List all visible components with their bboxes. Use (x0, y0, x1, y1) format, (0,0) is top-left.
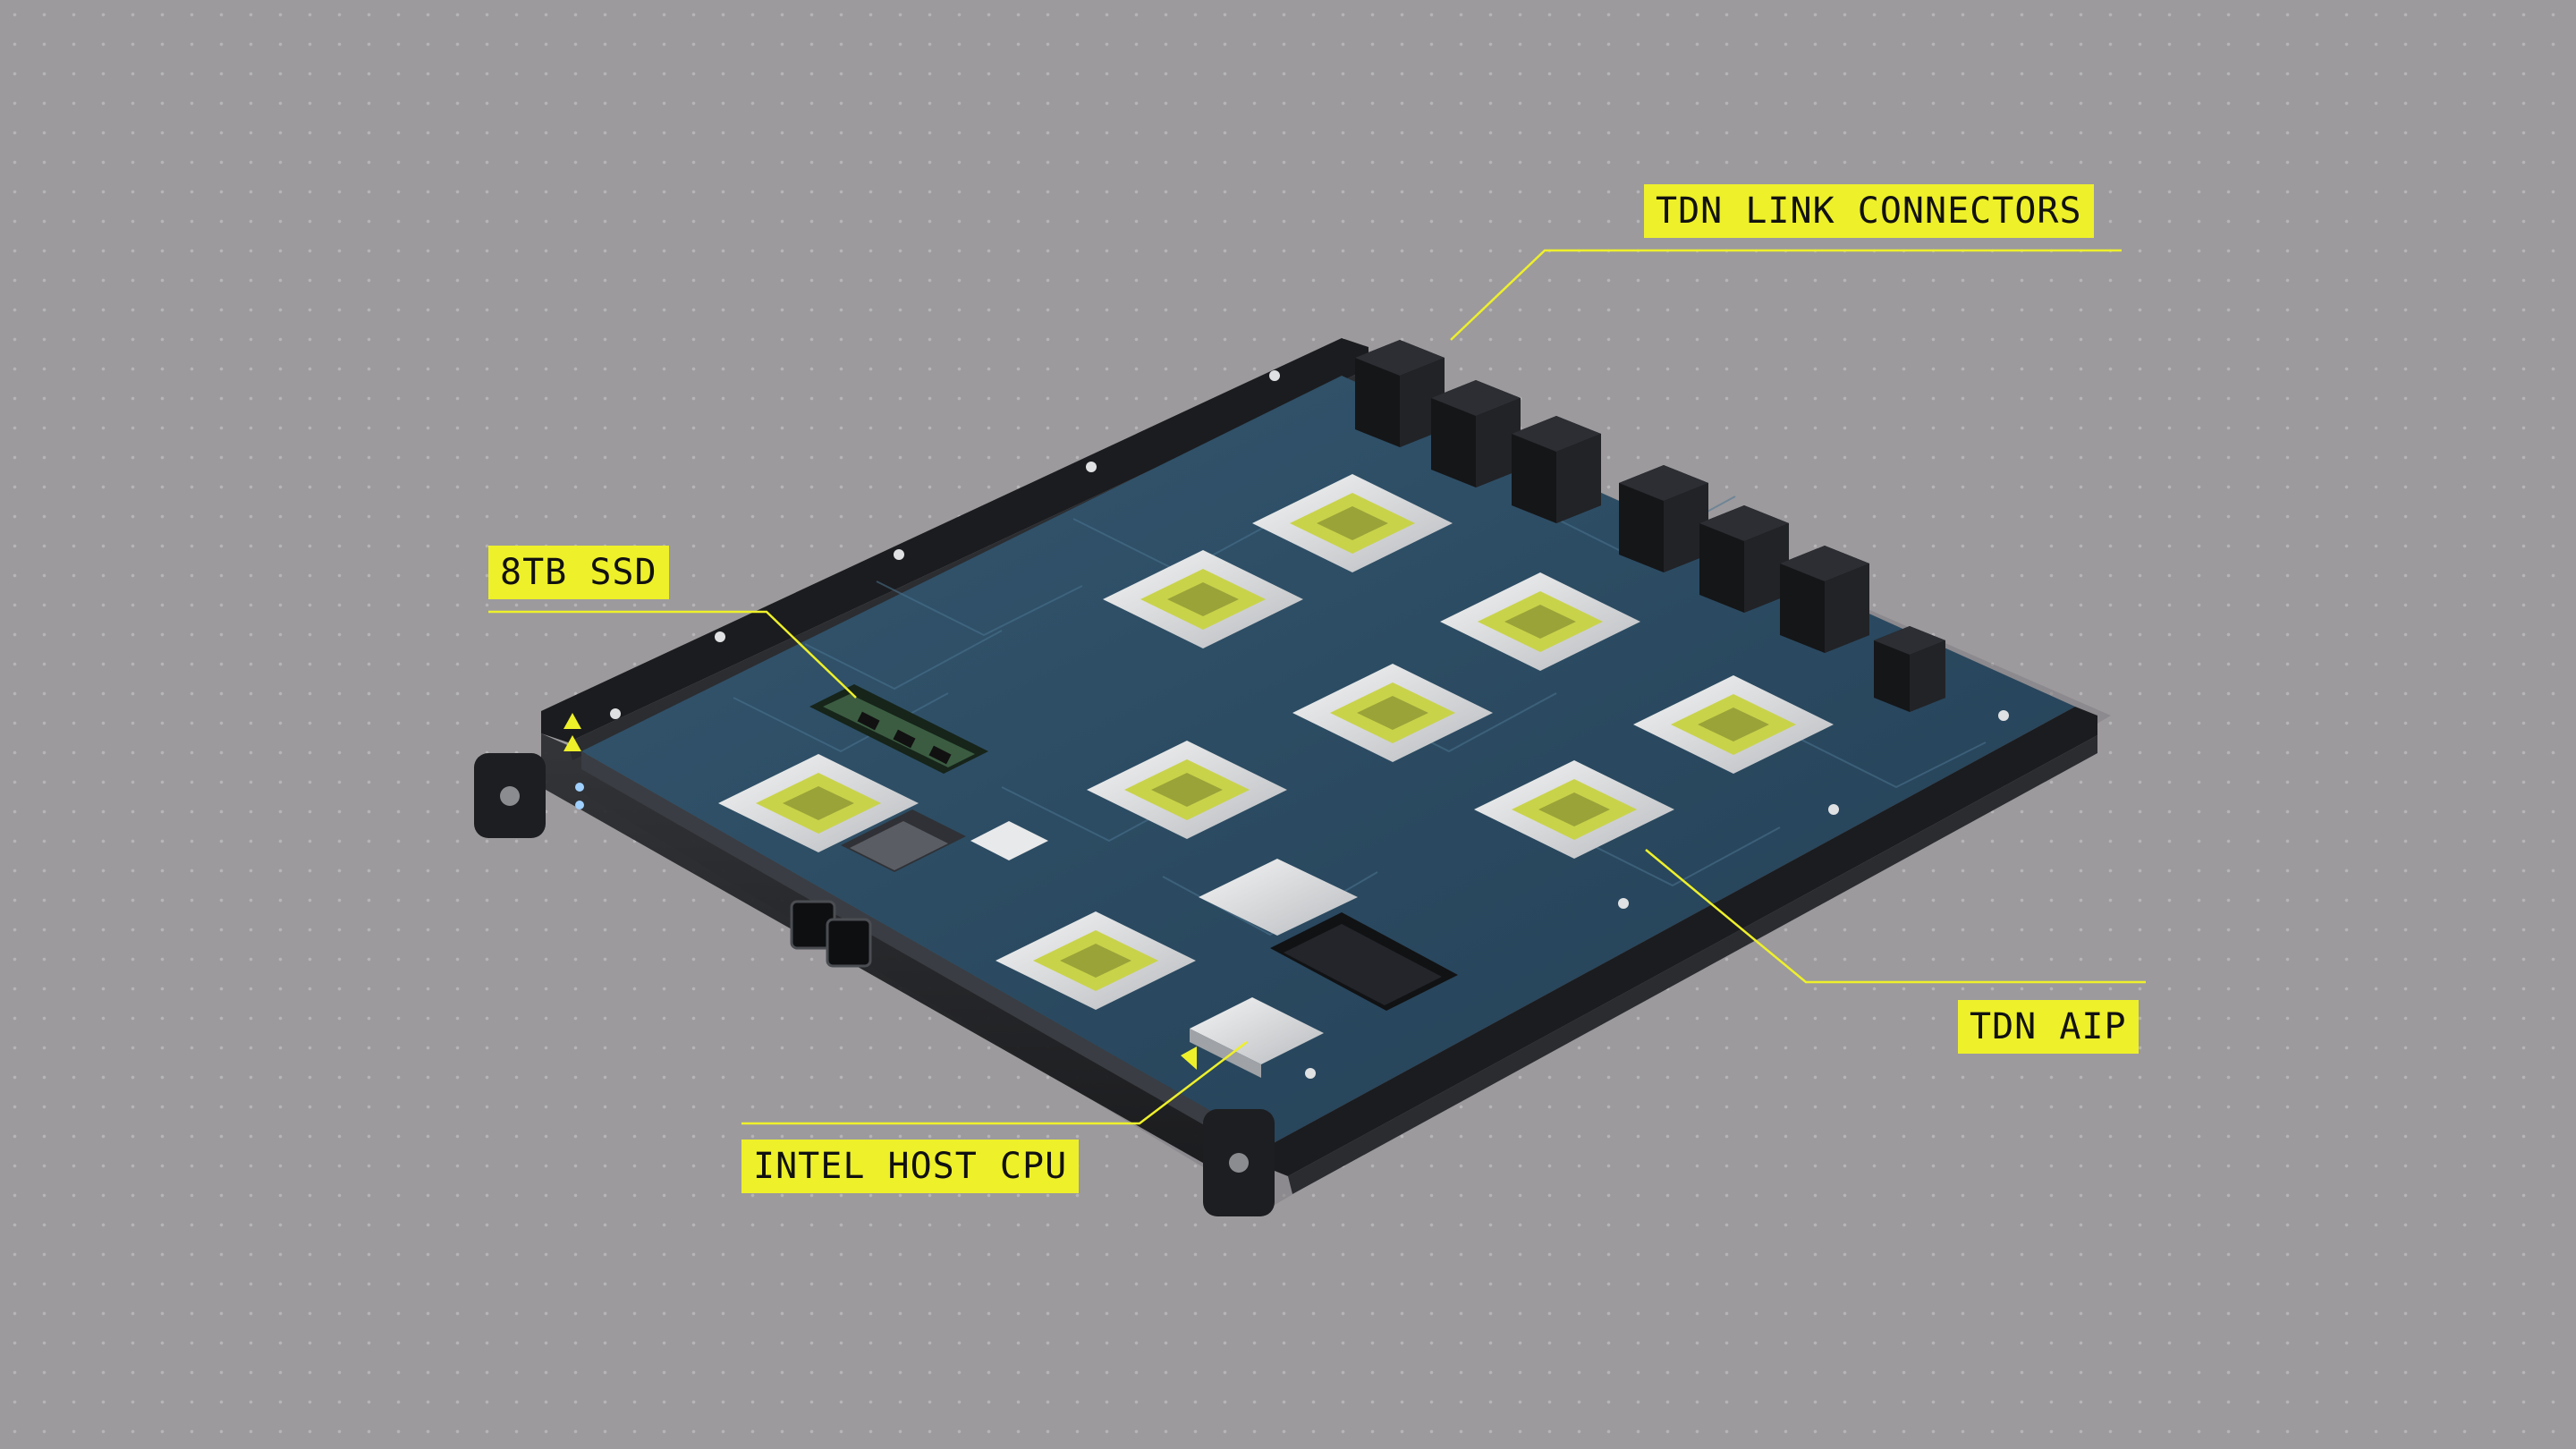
callout-ssd: 8TB SSD (488, 546, 669, 599)
front-network-ports (790, 900, 872, 968)
callout-leaders (488, 249, 2146, 1125)
tdn-link-connector-blocks (1355, 340, 1945, 712)
aip-chip (1252, 474, 1453, 572)
left-rail (541, 338, 1368, 742)
intel-host-cpu (1190, 997, 1324, 1078)
bridge-chip (1199, 859, 1358, 936)
aip-chip (1103, 550, 1303, 648)
aip-chip (1087, 741, 1287, 839)
callout-tdn-aip: TDN AIP (1958, 1000, 2139, 1054)
callout-tdn-link-connectors: TDN LINK CONNECTORS (1644, 184, 2094, 238)
screw-heads (610, 370, 2009, 1079)
small-chip (970, 821, 1048, 860)
ssd-module (809, 684, 988, 774)
aip-chip (1633, 675, 1834, 774)
leader-ssd (488, 610, 857, 699)
aip-chip (1440, 572, 1640, 671)
aip-chip (996, 911, 1196, 1010)
right-rail (1266, 707, 2097, 1176)
leader-aip (1645, 849, 2146, 984)
callout-intel-host-cpu: INTEL HOST CPU (741, 1140, 1080, 1193)
aip-chip (718, 754, 919, 852)
aip-chip (1292, 664, 1493, 762)
leader-cpu (741, 1041, 1248, 1125)
aip-chip-array (718, 474, 1834, 1010)
aip-chip (1474, 760, 1674, 859)
memory-module (1270, 912, 1458, 1011)
leader-tdn-link (1450, 249, 2122, 341)
mezzanine-connector (841, 809, 966, 872)
